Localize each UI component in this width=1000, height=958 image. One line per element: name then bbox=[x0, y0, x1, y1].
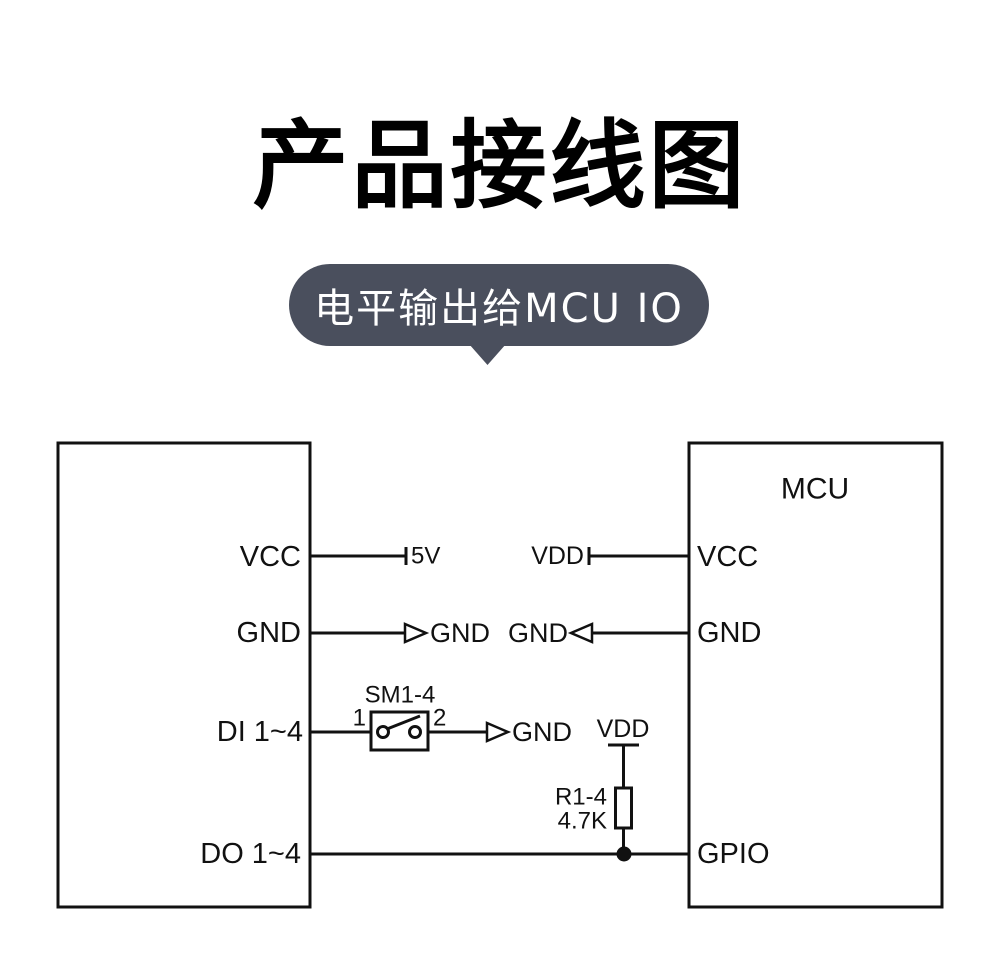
gnd-arrow-left-icon bbox=[567, 622, 594, 644]
switch-contact-left-icon bbox=[376, 725, 390, 739]
net-label-vdd-mcu: VDD bbox=[531, 542, 584, 570]
left-module-box bbox=[56, 441, 312, 909]
mcu-pin-gpio-label: GPIO bbox=[697, 838, 770, 870]
net-label-switch-gnd: GND bbox=[512, 717, 572, 747]
resistor-name-label: R1-4 bbox=[555, 784, 607, 811]
left-pin-vcc-label: VCC bbox=[240, 541, 301, 573]
mcu-pin-gnd-label: GND bbox=[697, 617, 761, 649]
switch-terminal1-label: 1 bbox=[353, 705, 366, 732]
left-pin-gnd-label: GND bbox=[237, 617, 301, 649]
mcu-title: MCU bbox=[781, 473, 849, 506]
page-title: 产品接线图 bbox=[252, 110, 748, 222]
left-pin-di-label: DI 1~4 bbox=[217, 716, 303, 748]
gnd-arrow-right-icon bbox=[403, 622, 430, 644]
left-pin-do-label: DO 1~4 bbox=[200, 838, 301, 870]
callout-bubble: 电平输出给MCU IO bbox=[289, 264, 709, 346]
switch-terminal2-label: 2 bbox=[433, 705, 446, 732]
gnd-arrow-switch-icon bbox=[485, 721, 512, 743]
net-label-gnd-out: GND bbox=[430, 618, 490, 648]
switch-contact-right-icon bbox=[408, 725, 422, 739]
net-label-gnd-in: GND bbox=[508, 618, 568, 648]
net-label-pullup-vdd: VDD bbox=[597, 715, 650, 743]
mcu-box bbox=[687, 441, 944, 909]
resistor-body bbox=[614, 786, 633, 830]
resistor-value-label: 4.7K bbox=[558, 808, 607, 835]
switch-blade-icon bbox=[386, 714, 421, 731]
mcu-pin-vcc-label: VCC bbox=[697, 541, 758, 573]
callout-text: 电平输出给MCU IO bbox=[314, 286, 684, 332]
switch-name-label: SM1-4 bbox=[365, 682, 436, 709]
net-label-5v: 5V bbox=[411, 543, 440, 570]
